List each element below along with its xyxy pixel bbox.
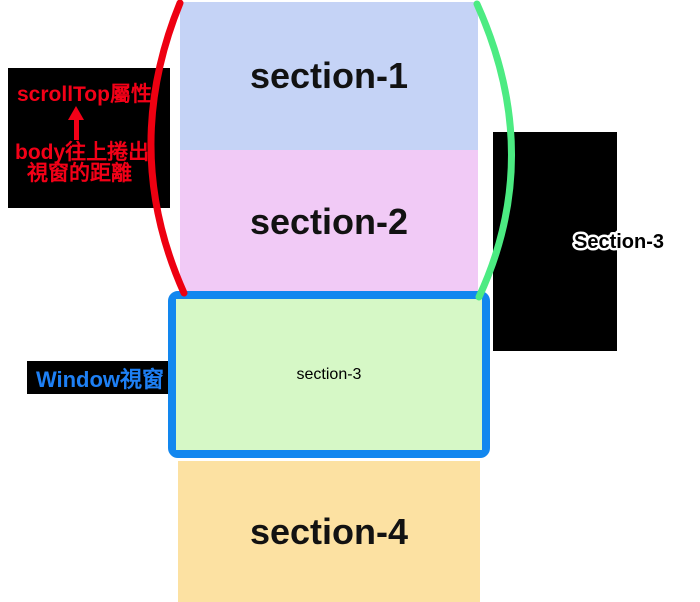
section-3-label: section-3 (296, 365, 362, 383)
section-1-box: section-1 (180, 2, 478, 150)
section-4-box: section-4 (178, 461, 480, 602)
section-2-box: section-2 (180, 150, 478, 294)
window-label-box: Window視窗 (27, 361, 173, 394)
window-label-text: Window視窗 (35, 366, 165, 392)
scrolltop-title: scrollTop屬性 (17, 83, 152, 106)
section-4-label: section-4 (249, 510, 409, 552)
scrolltop-desc-line2: 視窗的距離 (27, 162, 132, 185)
section-2-label: section-2 (249, 201, 409, 242)
section-3-box: section-3 (176, 299, 482, 450)
scrolltop-desc-line1: body往上捲出 (15, 141, 150, 164)
window-viewport-box: section-3 (168, 291, 490, 458)
right-annotation-box (493, 132, 617, 351)
section-1-label: section-1 (249, 55, 409, 96)
scrolltop-annotation-box: scrollTop屬性 body往上捲出 視窗的距離 (8, 68, 170, 208)
